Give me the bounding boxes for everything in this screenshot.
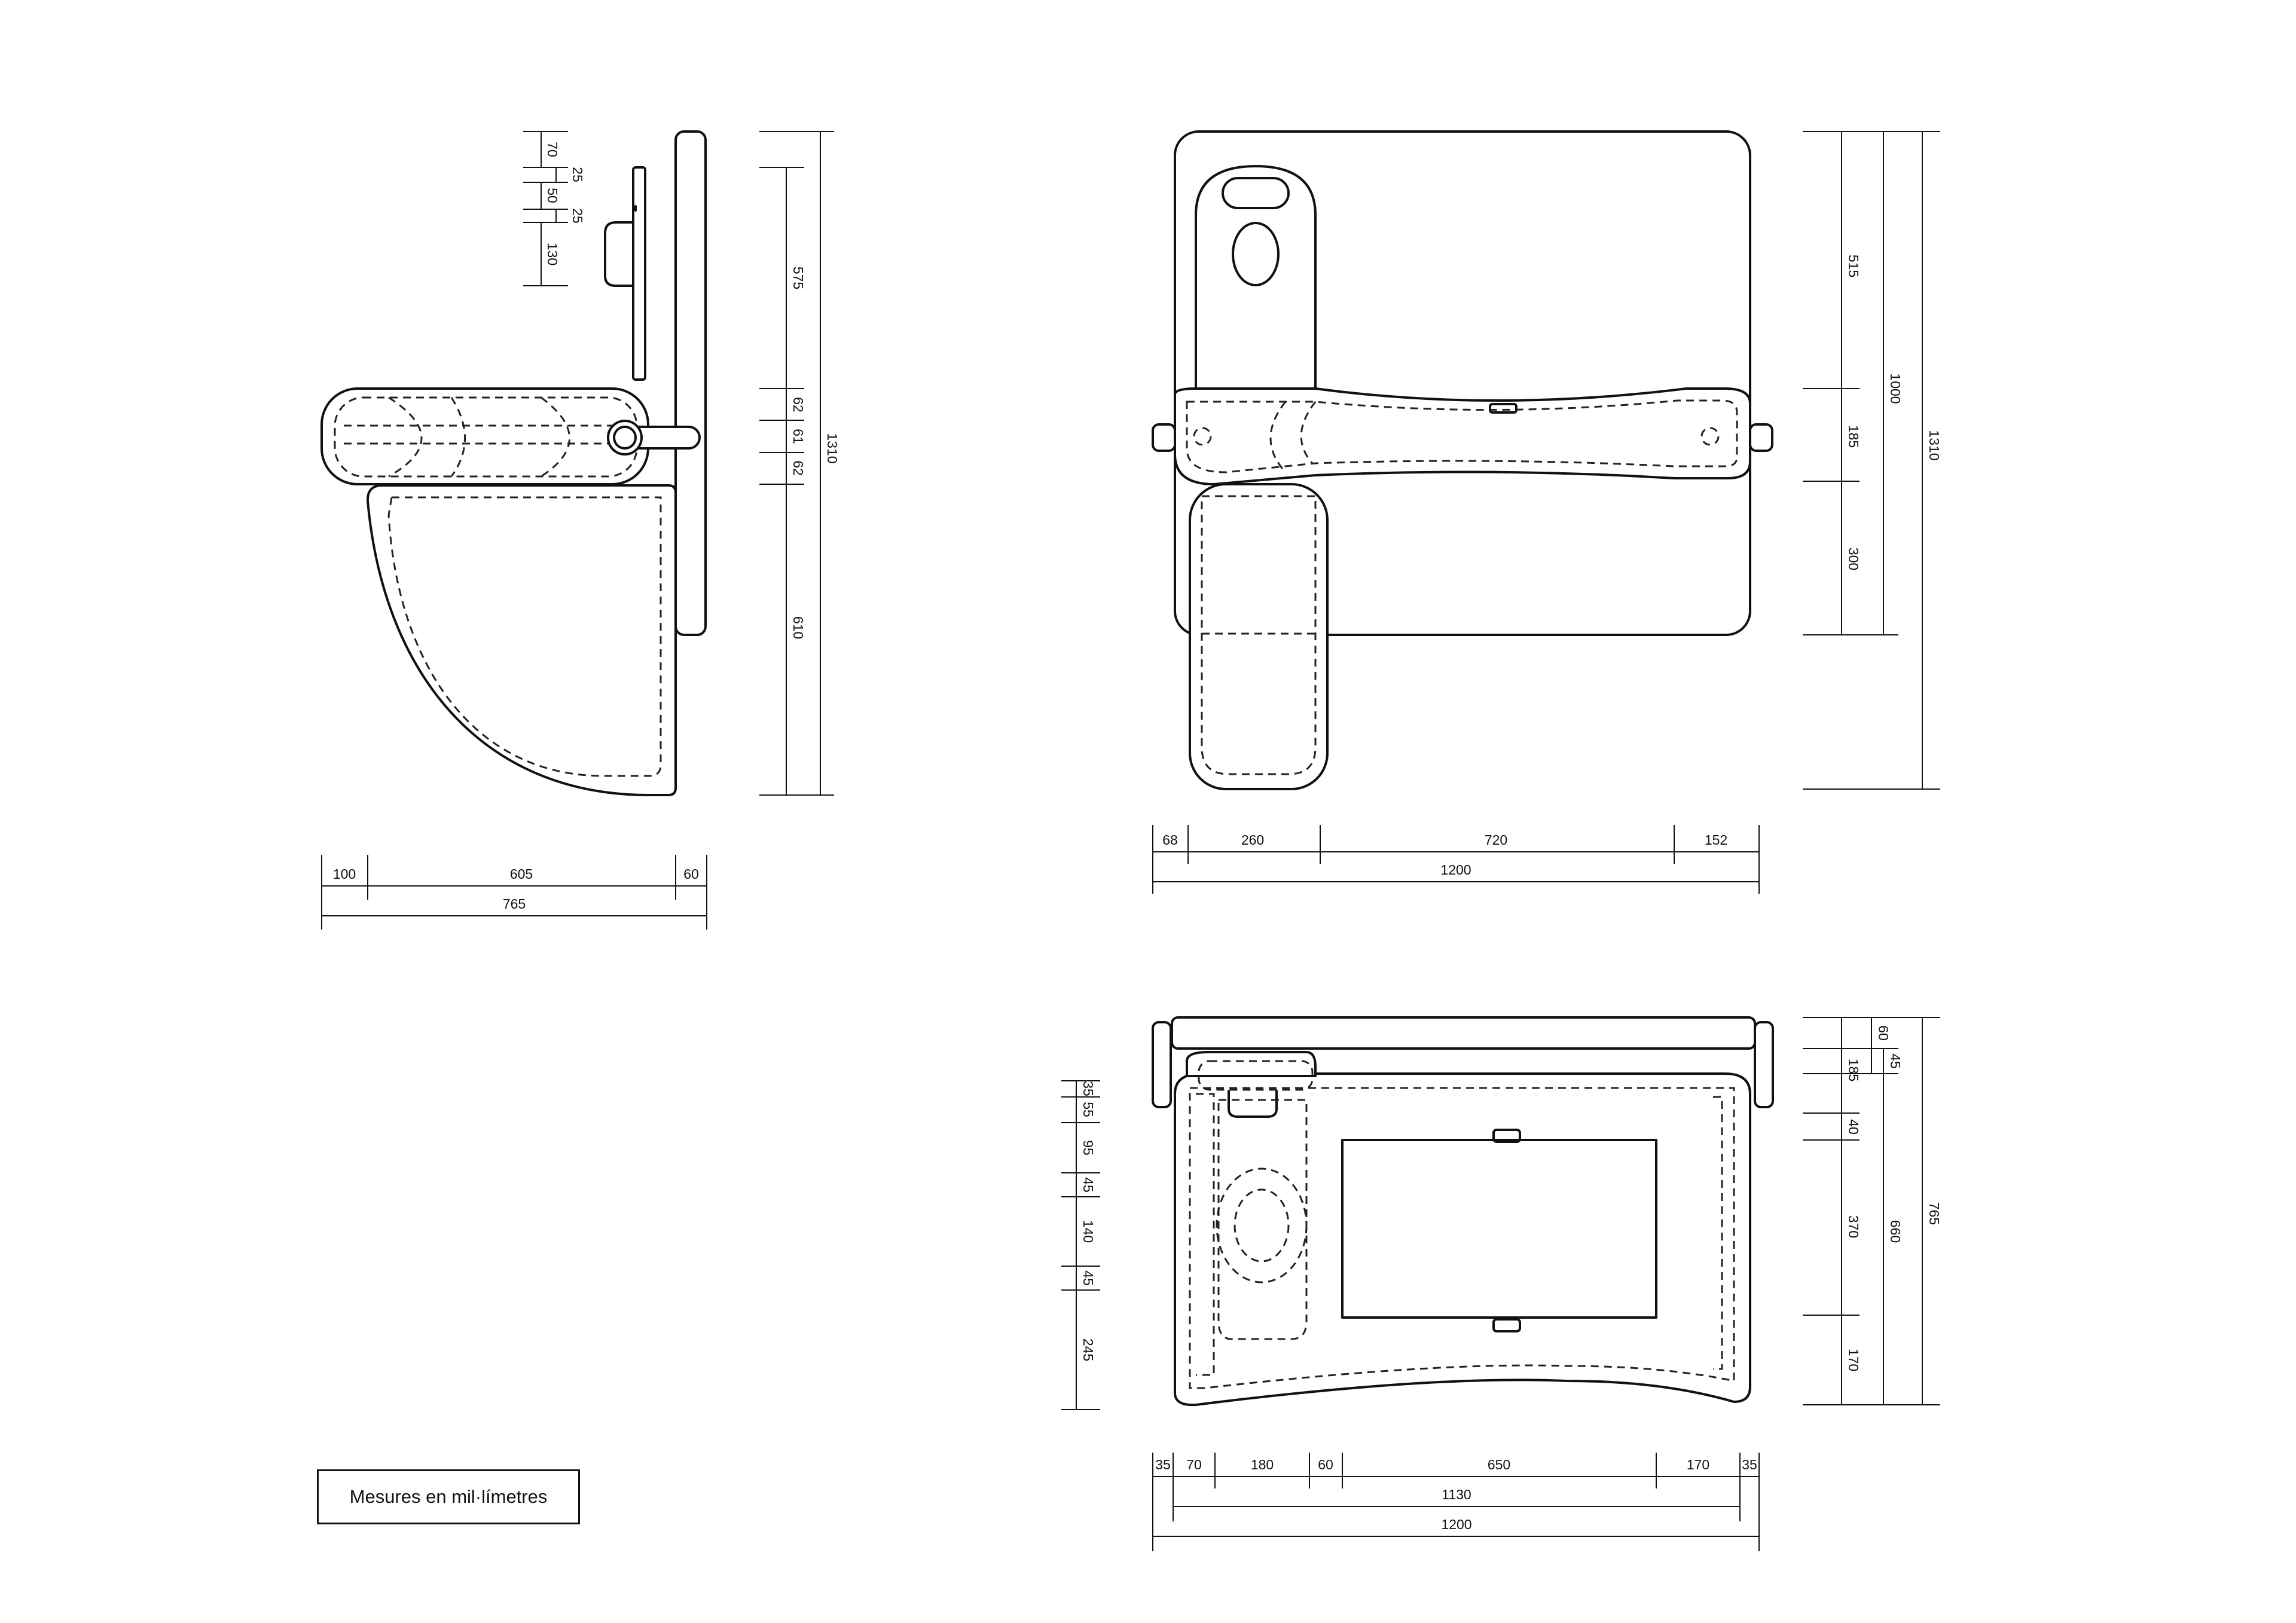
top-dim-60r: 60 — [1876, 1025, 1891, 1041]
side-wall-plate — [674, 130, 707, 636]
top-dim-765: 765 — [1926, 1202, 1942, 1225]
top-dim-140: 140 — [1080, 1220, 1096, 1243]
side-dim-62b: 62 — [790, 460, 806, 476]
units-legend-text: Mesures en mil·límetres — [349, 1486, 548, 1507]
side-vertical-post — [632, 166, 646, 381]
front-dim-1310: 1310 — [1926, 430, 1942, 460]
top-dim-45b: 45 — [1080, 1270, 1096, 1286]
top-oval-inner — [1234, 1188, 1290, 1263]
side-post-clip — [604, 221, 634, 287]
top-end-cap-left — [1152, 1021, 1172, 1108]
top-dim-55: 55 — [1080, 1102, 1096, 1117]
side-backrest — [320, 387, 649, 485]
front-backrest — [1195, 165, 1317, 390]
front-hinge-bar — [1174, 387, 1751, 485]
top-dim-45a: 45 — [1080, 1177, 1096, 1193]
front-end-cap-left — [1152, 423, 1176, 452]
front-dim-260: 260 — [1241, 832, 1264, 848]
top-dim-370: 370 — [1846, 1215, 1861, 1238]
front-oval-opening — [1232, 222, 1280, 286]
top-dim-35l: 35 — [1155, 1457, 1171, 1472]
front-seat — [1189, 483, 1329, 790]
units-legend: Mesures en mil·límetres — [317, 1469, 580, 1524]
side-dim-25b: 25 — [570, 208, 585, 224]
front-dim-1000: 1000 — [1888, 373, 1903, 404]
front-handle-slot — [1222, 177, 1290, 209]
front-dim-152: 152 — [1705, 832, 1727, 848]
side-dim-605: 605 — [510, 866, 533, 882]
top-dim-185: 185 — [1846, 1059, 1861, 1081]
front-view — [1152, 130, 1773, 790]
top-dim-1130: 1130 — [1442, 1487, 1471, 1502]
side-dim-70: 70 — [545, 142, 560, 157]
top-end-cap-right — [1754, 1021, 1774, 1108]
top-dim-170: 170 — [1687, 1457, 1709, 1472]
front-dim-68: 68 — [1162, 832, 1178, 848]
top-dim-45r: 45 — [1888, 1053, 1903, 1069]
side-dim-50: 50 — [545, 188, 560, 203]
top-oval-outer — [1216, 1167, 1308, 1283]
side-view — [320, 130, 707, 796]
top-dim-35r: 35 — [1742, 1457, 1757, 1472]
top-dim-95: 95 — [1080, 1140, 1096, 1156]
front-dim-1200: 1200 — [1440, 862, 1471, 878]
front-dim-185: 185 — [1846, 425, 1861, 448]
top-handle-tab — [1228, 1090, 1278, 1118]
side-dim-1310: 1310 — [825, 433, 840, 463]
top-dim-40: 40 — [1846, 1119, 1861, 1135]
side-dimensions: 70 25 50 25 130 575 62 61 62 610 1310 10… — [321, 131, 840, 930]
side-dim-130: 130 — [545, 243, 560, 265]
top-dim-660: 660 — [1888, 1220, 1903, 1243]
top-dim-245: 245 — [1080, 1338, 1096, 1361]
front-dim-300: 300 — [1846, 548, 1861, 570]
front-latch — [1489, 403, 1518, 414]
side-dim-575: 575 — [790, 267, 806, 289]
top-wall-bar — [1171, 1016, 1756, 1050]
top-dim-650: 650 — [1488, 1457, 1510, 1472]
top-dim-35: 35 — [1080, 1081, 1096, 1096]
front-dim-515: 515 — [1846, 255, 1861, 277]
front-end-cap-right — [1749, 423, 1773, 452]
top-dim-70: 70 — [1186, 1457, 1202, 1472]
top-dimensions: 35 55 95 45 140 45 245 60 45 185 40 370 … — [1061, 1017, 1942, 1551]
top-cushion — [1341, 1139, 1657, 1319]
side-dim-62a: 62 — [790, 397, 806, 412]
side-dim-765: 765 — [503, 896, 526, 912]
side-seat — [366, 484, 677, 796]
top-view — [1152, 1016, 1774, 1407]
side-dim-25a: 25 — [570, 167, 585, 182]
top-dim-1200: 1200 — [1441, 1517, 1471, 1532]
side-dim-100: 100 — [333, 866, 356, 882]
side-dim-61: 61 — [790, 429, 806, 444]
top-backrest — [1186, 1051, 1317, 1077]
top-dim-180: 180 — [1251, 1457, 1274, 1472]
front-dimensions: 515 185 300 1000 1310 68 260 720 152 120… — [1152, 131, 1942, 894]
top-dim-170r: 170 — [1846, 1349, 1861, 1371]
top-latch-bottom — [1492, 1318, 1521, 1332]
top-dim-60: 60 — [1318, 1457, 1333, 1472]
side-dim-60: 60 — [683, 866, 699, 882]
top-latch-top — [1492, 1129, 1521, 1143]
front-dim-720: 720 — [1485, 832, 1507, 848]
side-dim-610: 610 — [790, 616, 806, 639]
